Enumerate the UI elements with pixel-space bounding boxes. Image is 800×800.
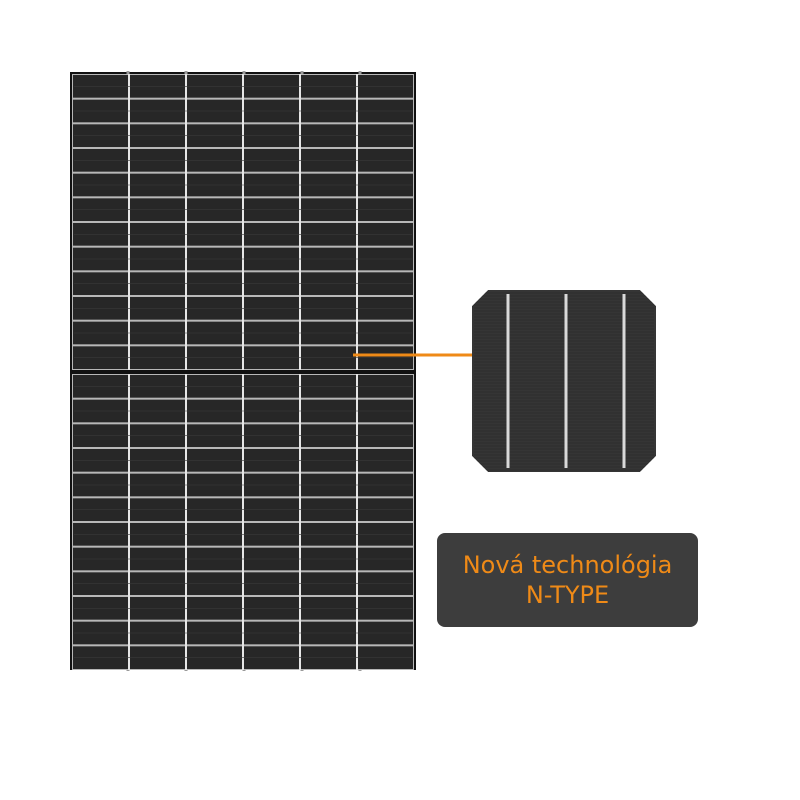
string-rail: [185, 374, 187, 670]
frame-clip: [126, 71, 130, 75]
string-rail: [299, 74, 301, 370]
cell-busbar: [622, 294, 626, 468]
string-rail: [185, 74, 187, 370]
string-rail: [356, 74, 358, 370]
solar-cell: [472, 290, 656, 472]
frame-clip: [358, 71, 362, 75]
frame-clip: [300, 71, 304, 75]
cell-busbar: [564, 294, 568, 468]
badge-line-2: N-TYPE: [525, 581, 610, 609]
string-rail: [242, 374, 244, 670]
frame-clip: [242, 71, 246, 75]
cell-corner-cut: [472, 456, 488, 472]
cell-corner-cut: [640, 290, 656, 306]
string-rail: [356, 374, 358, 670]
string-rail: [242, 74, 244, 370]
solar-panel: [70, 71, 416, 671]
frame-clip: [184, 71, 188, 75]
cell-busbar: [506, 294, 510, 468]
cell-corner-cut: [472, 290, 488, 306]
string-rail: [299, 374, 301, 670]
string-rail: [128, 374, 130, 670]
cell-corner-cut: [640, 456, 656, 472]
badge-line-1: Nová technológia: [462, 551, 673, 579]
solar-cell-closeup: [472, 290, 656, 472]
string-rail: [128, 74, 130, 370]
technology-badge: Nová technológia N-TYPE: [437, 533, 698, 627]
